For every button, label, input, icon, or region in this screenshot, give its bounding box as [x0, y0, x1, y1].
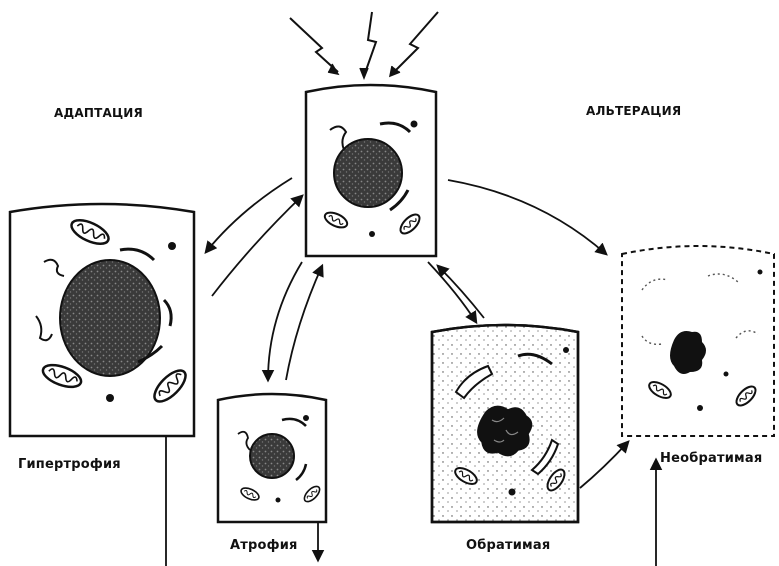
- adaptation-heading: АДАПТАЦИЯ: [54, 106, 143, 120]
- reversible-cell: [432, 325, 578, 522]
- atrophy-label: Атрофия: [230, 538, 298, 553]
- reversible-label: Обратимая: [466, 538, 550, 553]
- lightning-bolt-icon: [290, 18, 338, 74]
- alteration-heading: АЛЬТЕРАЦИЯ: [586, 104, 681, 118]
- irreversible-cell: [622, 246, 774, 436]
- irreversible-label: Необратимая: [660, 451, 762, 466]
- atrophy-cell: [218, 394, 326, 522]
- hypertrophy-cell: [10, 204, 194, 436]
- lightning-bolt-icon: [390, 12, 438, 76]
- normal-cell: [306, 85, 436, 256]
- hypertrophy-label: Гипертрофия: [18, 457, 121, 472]
- lightning-bolt-icon: [360, 12, 376, 78]
